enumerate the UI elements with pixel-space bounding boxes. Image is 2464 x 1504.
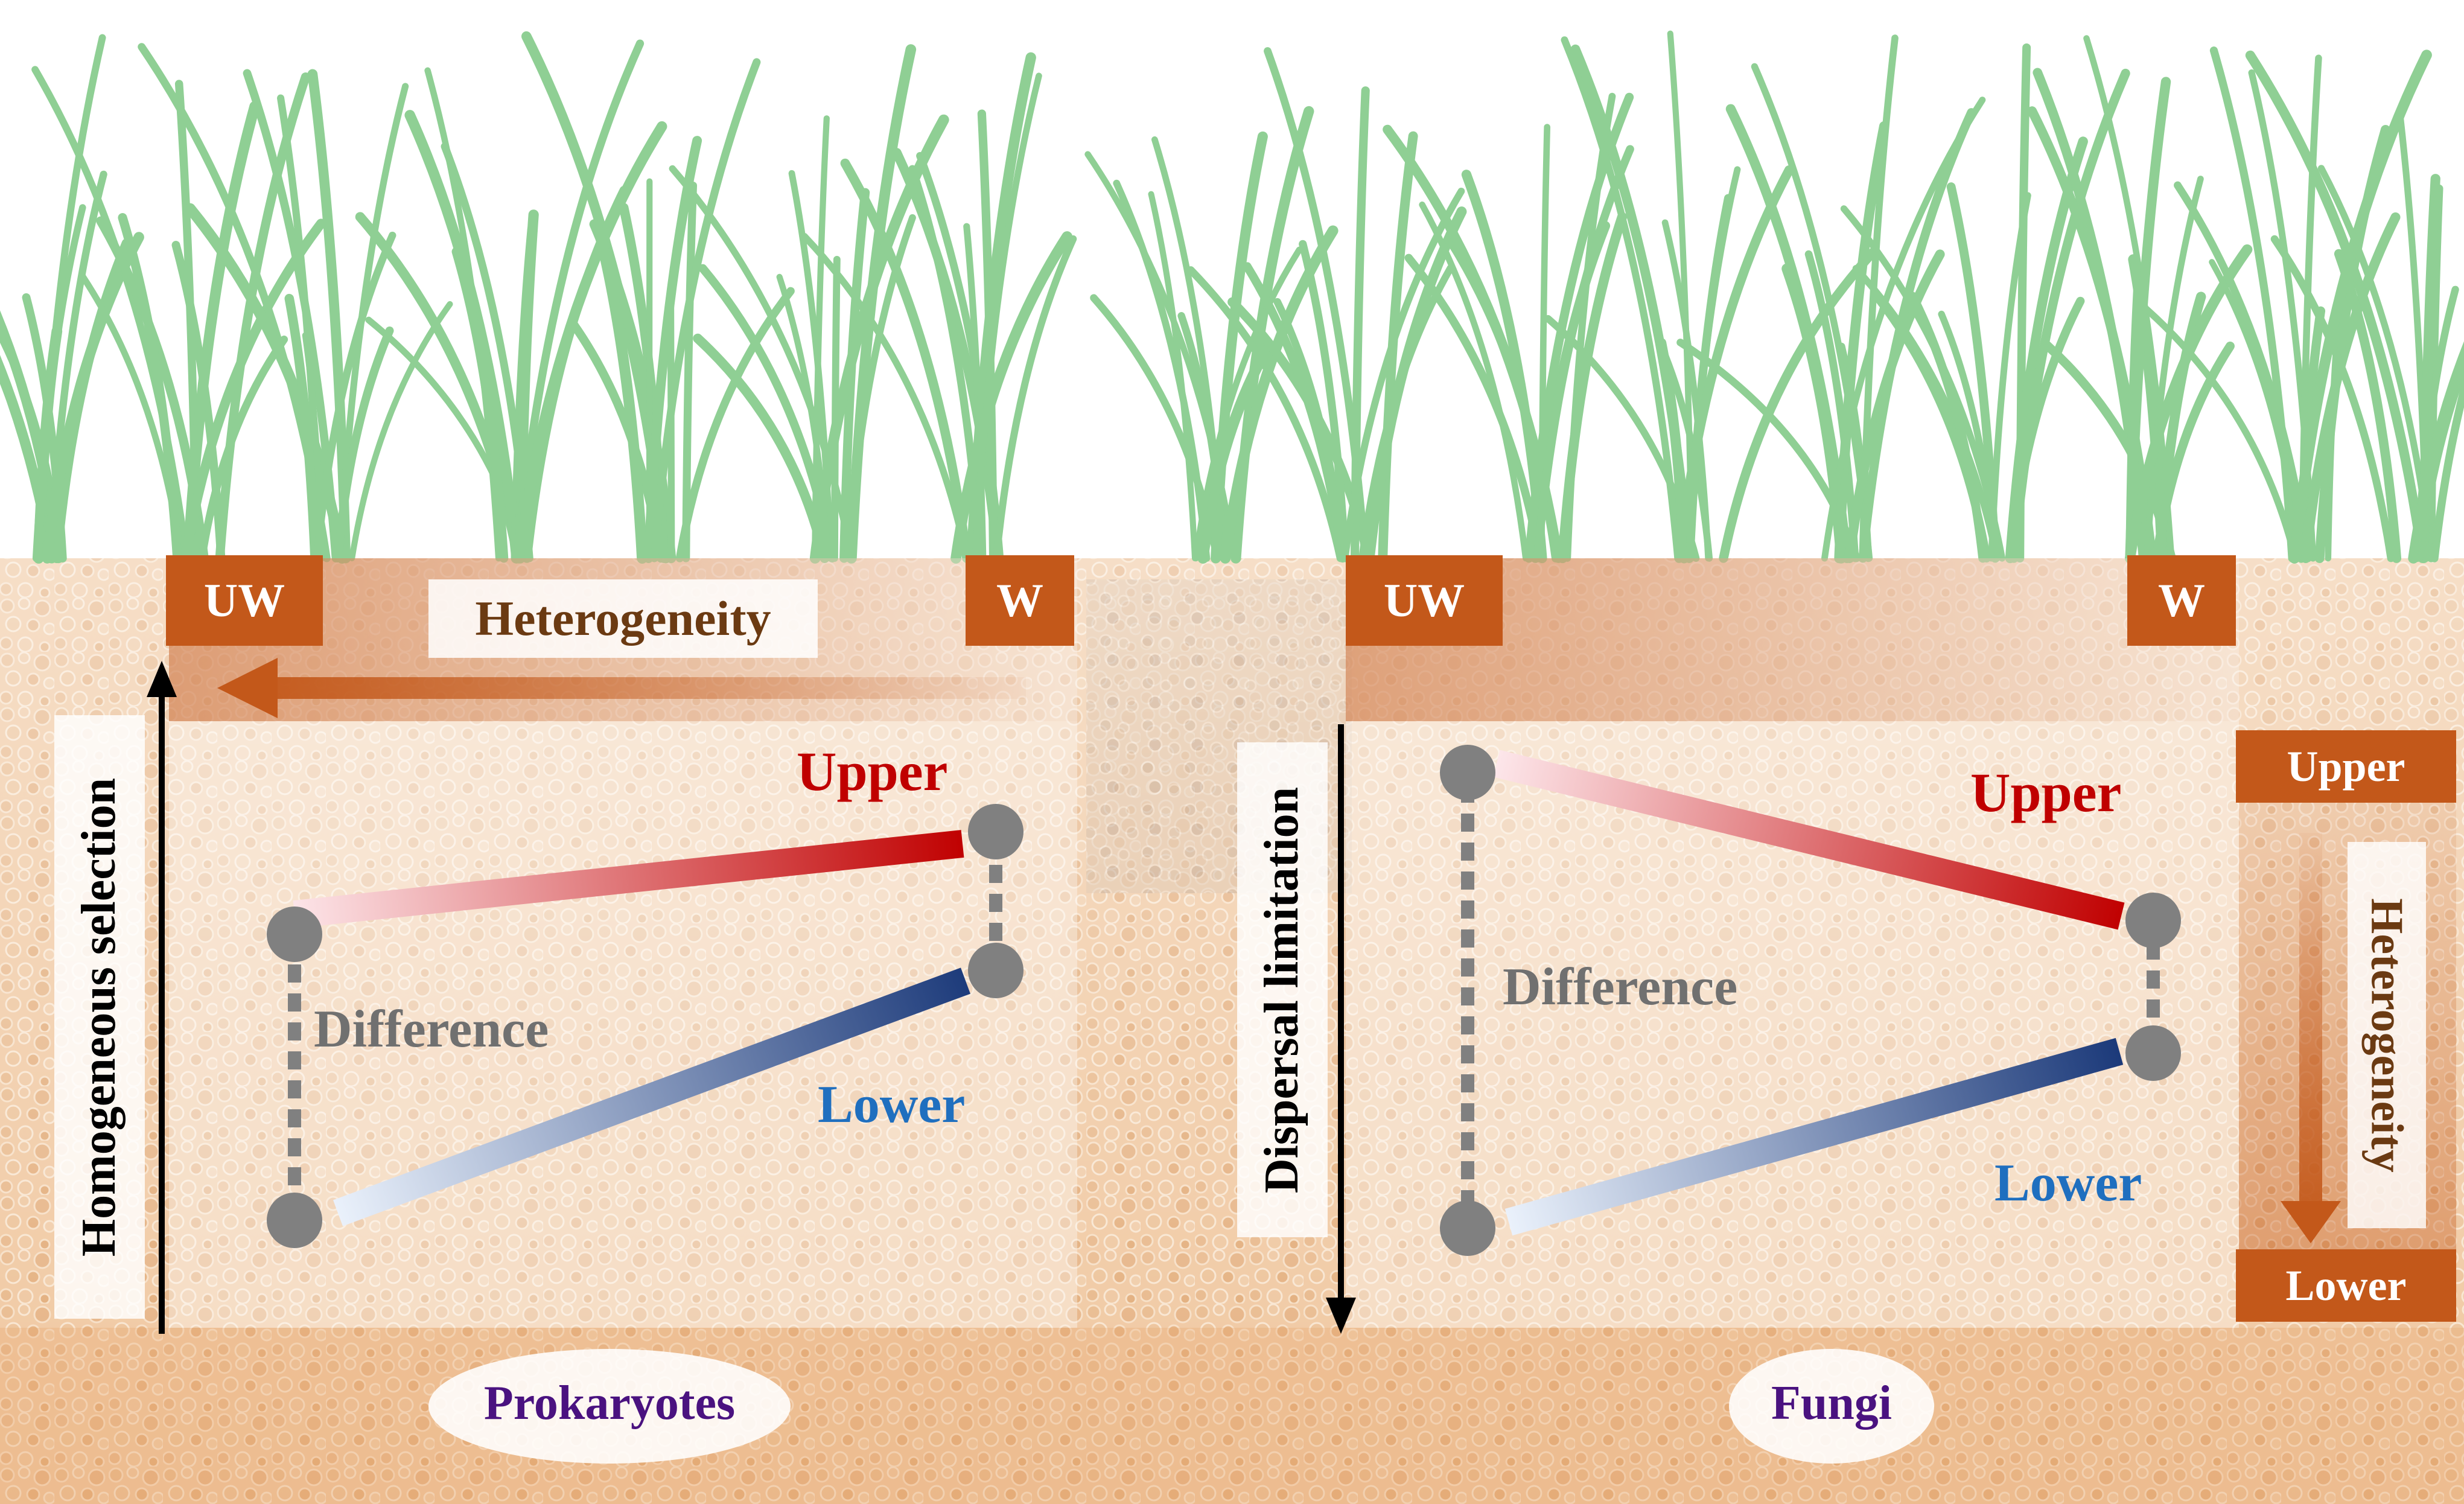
side-heterogeneity-label: Heterogeneity xyxy=(2361,897,2413,1173)
grass-blade xyxy=(1908,292,1987,563)
grass-blade xyxy=(2408,341,2464,564)
grass-blade xyxy=(809,114,949,564)
right-upper-label: Upper xyxy=(1970,762,2122,823)
right-difference-label: Difference xyxy=(1503,958,1738,1016)
grass-blade xyxy=(2430,374,2464,562)
grass-blade xyxy=(118,213,182,563)
grass-blade xyxy=(2009,68,2130,563)
side-upper-tag: Upper xyxy=(2236,730,2456,803)
grass-blade xyxy=(593,226,648,564)
grass-blade xyxy=(2209,46,2296,562)
grass-blade xyxy=(451,247,509,563)
left-upper-label: Upper xyxy=(797,741,948,802)
grass-blade xyxy=(1419,201,1529,562)
grass-blade xyxy=(2270,235,2395,562)
grass-blade xyxy=(1834,121,1889,564)
grass-blade xyxy=(182,101,261,564)
homogeneous-selection-label: Homogeneous selection xyxy=(72,777,126,1257)
left-heterogeneity-label: Heterogeneity xyxy=(428,579,818,658)
grass-blade xyxy=(2334,249,2402,563)
grass-illustration xyxy=(0,30,2464,564)
left-difference-label: Difference xyxy=(314,1000,549,1059)
grass-blade xyxy=(844,214,916,562)
grass-blade xyxy=(2152,342,2235,563)
grass-blade xyxy=(1558,212,1628,564)
grass-blade xyxy=(1561,36,1682,562)
grass-blade xyxy=(831,255,841,562)
grass-blade xyxy=(284,293,320,563)
grass-blade xyxy=(1378,131,1418,563)
grass-blade xyxy=(424,67,502,562)
grass-blade xyxy=(801,232,970,562)
grass-blade xyxy=(950,231,1073,564)
grass-blade xyxy=(650,58,761,562)
grass-blade xyxy=(1804,250,1859,562)
fungi-label: Fungi xyxy=(1771,1377,1893,1430)
grass-blade xyxy=(682,181,698,562)
grass-blade xyxy=(1719,247,1879,563)
grass-blade xyxy=(34,34,106,562)
grass-blade xyxy=(1186,266,1345,562)
grass-blade xyxy=(1674,165,1794,563)
grass-blade xyxy=(1148,191,1199,562)
left-uw-tag: UW xyxy=(166,555,323,646)
grass-blade xyxy=(2144,176,2204,562)
grass-blade xyxy=(333,326,394,562)
right-lower-label: Lower xyxy=(1994,1154,2142,1212)
side-lower-tag: Lower xyxy=(2236,1249,2456,1322)
grass-blade xyxy=(1113,179,1211,562)
right-w-tag: W xyxy=(2127,555,2236,646)
grass-blade xyxy=(2209,259,2303,562)
grass-blade xyxy=(1858,108,1976,563)
grass-blade xyxy=(2142,304,2299,562)
left-w-tag: W xyxy=(966,555,1074,646)
grass-blade xyxy=(42,232,144,564)
grass-blade xyxy=(197,336,288,562)
dispersal-limitation-box: Dispersal limitation xyxy=(1237,742,1328,1237)
grass-blade xyxy=(972,72,1042,562)
grass-blade xyxy=(675,287,795,562)
grass-blade xyxy=(313,231,396,562)
grass-blade xyxy=(513,39,645,562)
grass-blade xyxy=(812,115,830,562)
homogeneous-selection-box: Homogeneous selection xyxy=(54,715,145,1319)
right-uw-tag: UW xyxy=(1346,555,1503,646)
grass-blade xyxy=(2125,77,2171,564)
side-heterogeneity-box: Heterogeneity xyxy=(2348,842,2426,1228)
dispersal-limitation-label: Dispersal limitation xyxy=(1255,786,1309,1193)
grass-blade xyxy=(1299,240,1349,562)
grass-blade xyxy=(349,301,453,562)
grass-blade xyxy=(1533,145,1634,562)
prokaryotes-label: Prokaryotes xyxy=(483,1377,736,1430)
grass-blade xyxy=(1192,246,1303,562)
grass-blade xyxy=(840,158,972,563)
grass-blade xyxy=(1988,192,2031,562)
grass-blade xyxy=(2245,50,2428,564)
left-lower-label: Lower xyxy=(818,1075,966,1134)
grass-blade xyxy=(993,235,1077,562)
